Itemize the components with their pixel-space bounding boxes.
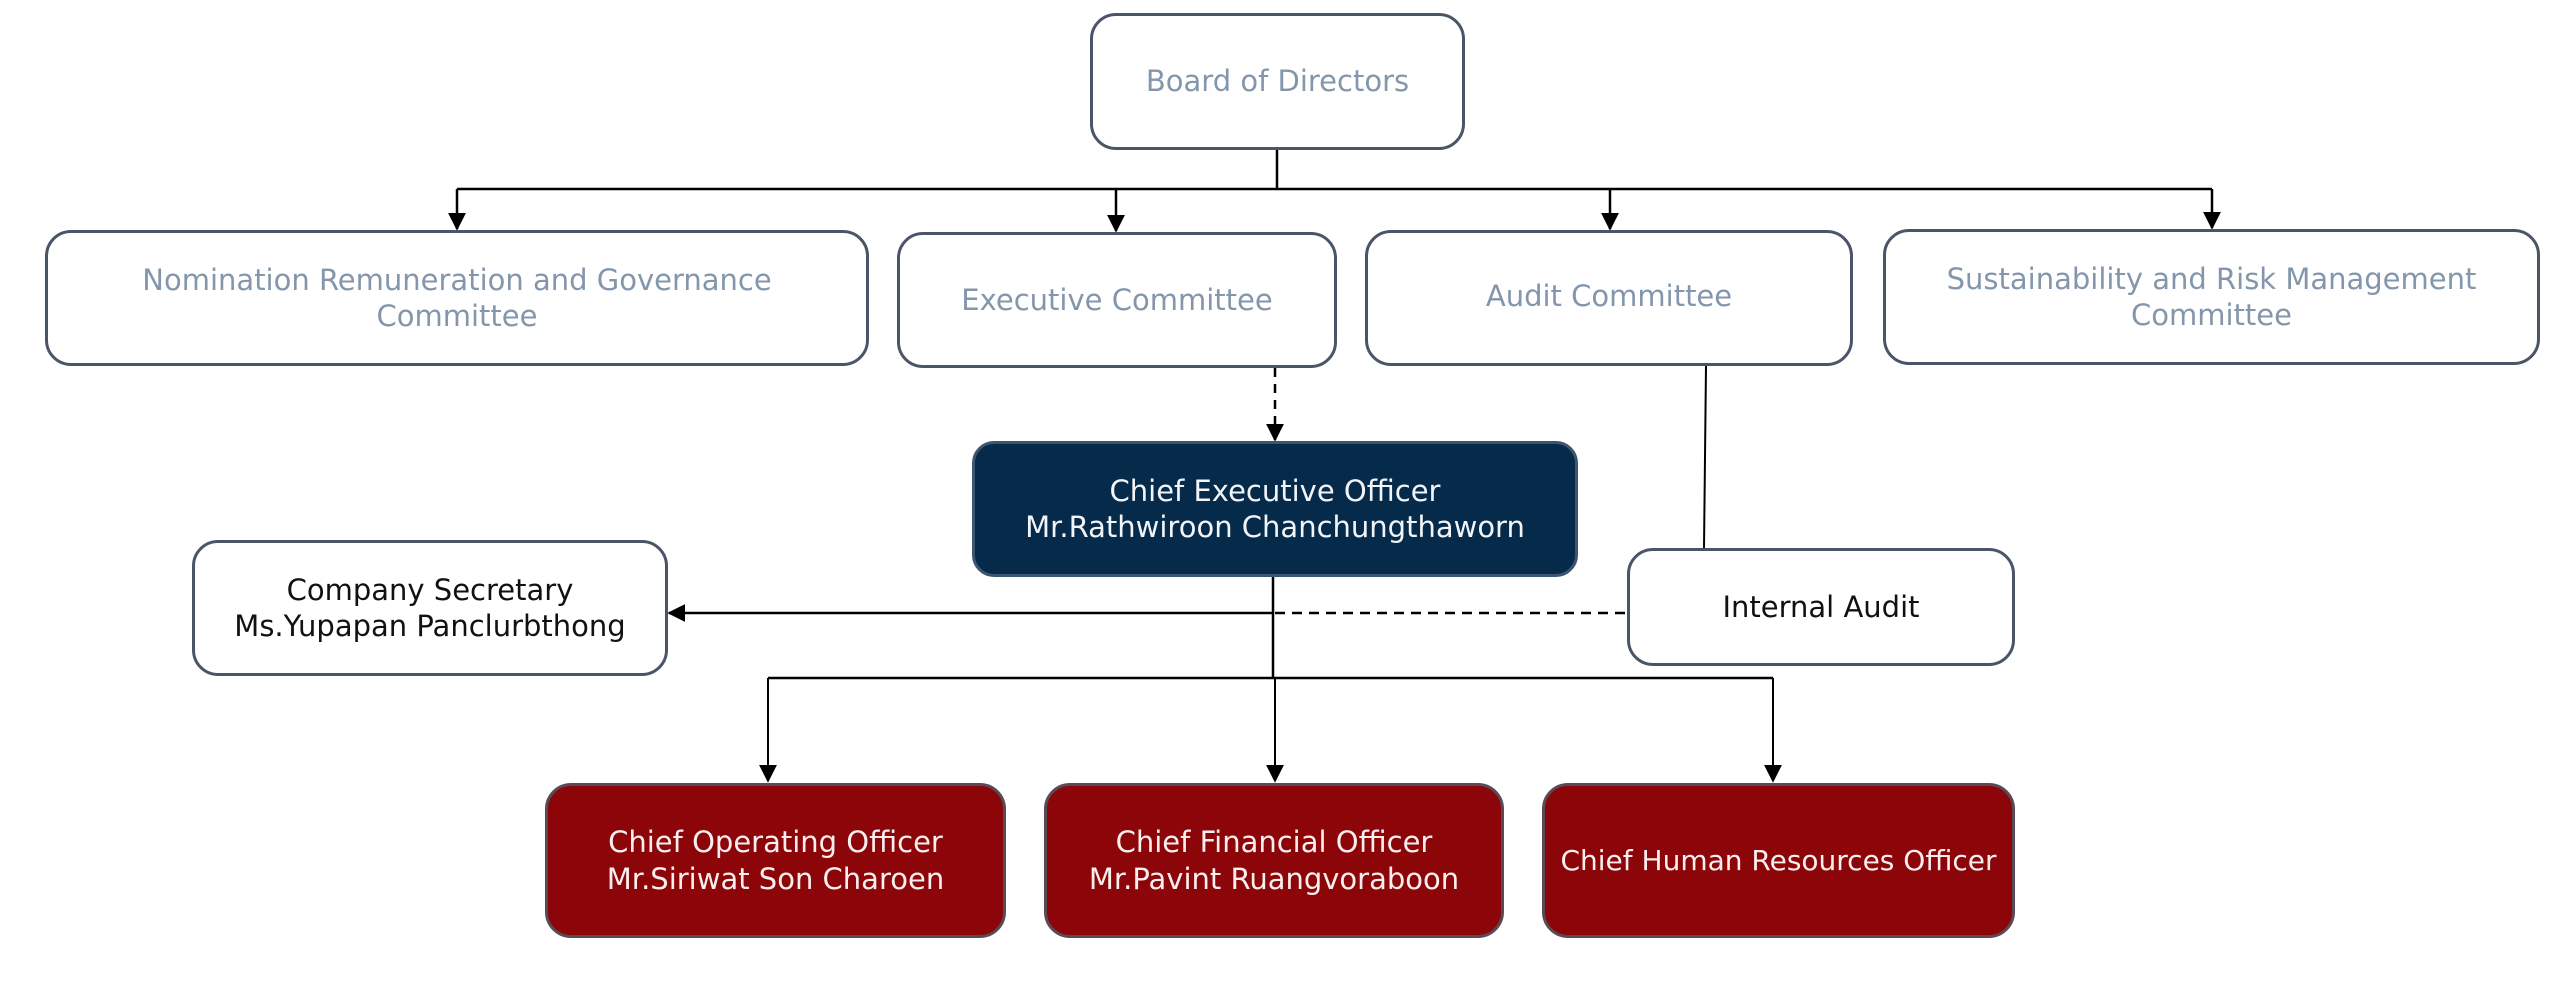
coo-title: Chief Operating Officer bbox=[608, 825, 943, 860]
coo-box: Chief Operating Officer Mr.Siriwat Son C… bbox=[545, 783, 1006, 938]
ceo-title: Chief Executive Officer bbox=[1109, 473, 1441, 508]
coo-name: Mr.Siriwat Son Charoen bbox=[606, 861, 945, 896]
company-secretary-box: Company Secretary Ms.Yupapan Panclurbtho… bbox=[192, 540, 668, 676]
internal-audit-title: Internal Audit bbox=[1722, 589, 1920, 624]
company-secretary-title: Company Secretary bbox=[286, 572, 574, 607]
chro-box: Chief Human Resources Officer bbox=[1542, 783, 2015, 938]
cfo-box: Chief Financial Officer Mr.Pavint Ruangv… bbox=[1044, 783, 1504, 938]
executive-committee-title: Executive Committee bbox=[961, 282, 1273, 317]
srm-committee-title: Sustainability and Risk Management Commi… bbox=[1946, 261, 2477, 332]
audit-committee-box: Audit Committee bbox=[1365, 230, 1853, 366]
audit-to-internal-audit-line bbox=[1703, 365, 1707, 549]
srm-committee-box: Sustainability and Risk Management Commi… bbox=[1883, 229, 2540, 365]
audit-committee-title: Audit Committee bbox=[1485, 278, 1733, 313]
ceo-box: Chief Executive Officer Mr.Rathwiroon Ch… bbox=[972, 441, 1578, 577]
board-title: Board of Directors bbox=[1145, 64, 1410, 99]
internal-audit-box: Internal Audit bbox=[1627, 548, 2015, 666]
board-of-directors-box: Board of Directors bbox=[1090, 13, 1465, 150]
ceo-name: Mr.Rathwiroon Chanchungthaworn bbox=[1025, 510, 1525, 544]
cfo-name: Mr.Pavint Ruangvoraboon bbox=[1088, 861, 1460, 896]
company-secretary-name: Ms.Yupapan Panclurbthong bbox=[234, 609, 626, 643]
cfo-title: Chief Financial Officer bbox=[1115, 825, 1433, 860]
executive-committee-box: Executive Committee bbox=[897, 232, 1337, 368]
nrg-committee-box: Nomination Remuneration and Governance C… bbox=[45, 230, 869, 366]
chro-title: Chief Human Resources Officer bbox=[1560, 844, 1997, 877]
nrg-committee-title: Nomination Remuneration and Governance C… bbox=[142, 262, 772, 333]
